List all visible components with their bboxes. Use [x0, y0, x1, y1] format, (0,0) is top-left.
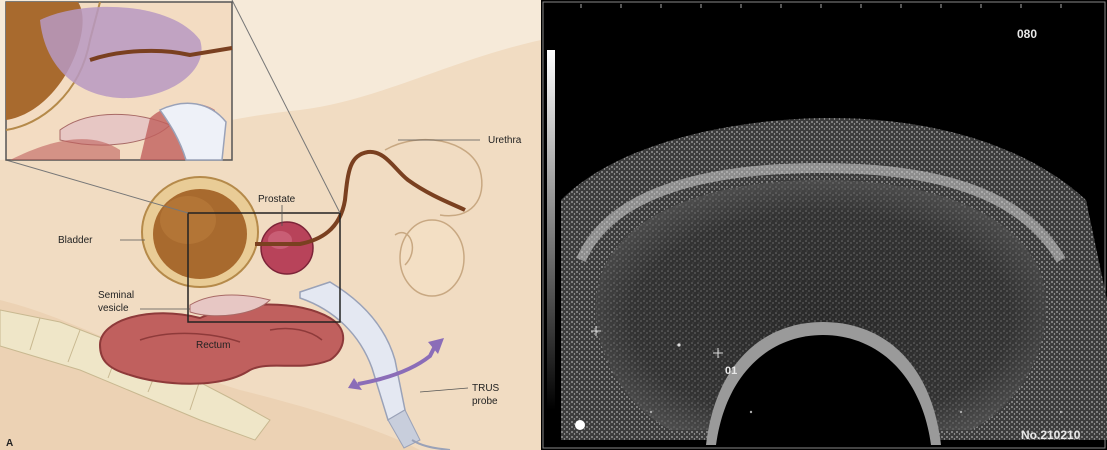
label-vesicle: vesicle — [98, 303, 129, 314]
inset-detail — [6, 2, 232, 160]
depth-marker: 080 — [1017, 27, 1037, 41]
label-urethra: Urethra — [488, 135, 522, 146]
label-probe: probe — [472, 396, 498, 407]
label-prostate: Prostate — [258, 194, 296, 205]
anatomy-illustration: Urethra Prostate Bladder Seminal vesicle… — [0, 0, 541, 450]
label-rectum: Rectum — [196, 340, 230, 351]
anatomy-drawing: Urethra Prostate Bladder Seminal vesicle… — [0, 0, 541, 450]
grayscale-bar — [547, 50, 555, 410]
image-number: No.210210 — [1021, 428, 1081, 442]
bladder — [142, 177, 258, 287]
prostate — [261, 222, 313, 274]
ultrasound-scan: 080 01 No.210210 — [541, 0, 1107, 450]
orientation-dot — [575, 420, 585, 430]
ultrasound-image: 080 01 No.210210 — [541, 0, 1107, 450]
label-trus: TRUS — [472, 383, 500, 394]
label-seminal: Seminal — [98, 290, 134, 301]
label-bladder: Bladder — [58, 235, 93, 246]
measurement-label: 01 — [725, 365, 737, 377]
panel-letter: A — [6, 438, 13, 449]
